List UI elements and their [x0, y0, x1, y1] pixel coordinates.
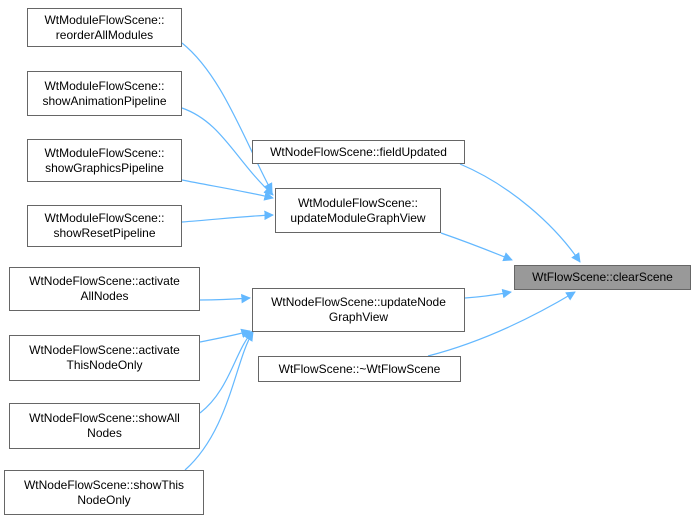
edge-showAnim-to-updModule	[181, 107, 274, 196]
node-line: WtFlowScene::clearScene	[532, 270, 673, 284]
edge-showThis-to-updNode	[184, 331, 254, 471]
node-line: reorderAllModules	[55, 27, 154, 42]
node-show-animation-pipeline[interactable]: WtModuleFlowScene:: showAnimationPipelin…	[27, 71, 182, 116]
node-line: WtModuleFlowScene::	[44, 78, 165, 93]
node-line: WtNodeFlowScene::activate	[29, 274, 180, 288]
node-line: WtNodeFlowScene::showAll	[29, 411, 180, 425]
node-line: updateModuleGraphView	[290, 210, 426, 225]
node-show-reset-pipeline[interactable]: WtModuleFlowScene:: showResetPipeline	[27, 205, 182, 247]
node-reorder-all-modules[interactable]: WtModuleFlowScene:: reorderAllModules	[27, 8, 182, 47]
node-line: showResetPipeline	[53, 226, 156, 240]
edge-showReset-to-updModule	[181, 210, 274, 223]
node-line: WtNodeFlowScene::activate	[29, 343, 180, 357]
edge-updModule-to-clear	[440, 232, 513, 262]
edge-dtor-to-clear	[427, 291, 576, 357]
node-activate-this-node-only[interactable]: WtNodeFlowScene::activate ThisNodeOnly	[9, 335, 200, 381]
node-line: ThisNodeOnly	[66, 358, 143, 372]
node-line: WtModuleFlowScene::	[297, 195, 419, 210]
node-flow-scene-destructor[interactable]: WtFlowScene::~WtFlowScene	[258, 356, 461, 382]
node-update-module-graph-view[interactable]: WtModuleFlowScene:: updateModuleGraphVie…	[275, 188, 441, 233]
edge-actThis-to-updNode	[199, 328, 251, 343]
node-field-updated[interactable]: WtNodeFlowScene::fieldUpdated	[252, 140, 465, 164]
node-line: AllNodes	[80, 289, 129, 303]
node-line: WtNodeFlowScene::updateNode	[271, 295, 446, 309]
node-line: WtModuleFlowScene::	[44, 211, 165, 225]
node-line: showGraphicsPipeline	[45, 160, 164, 175]
node-update-node-graph-view[interactable]: WtNodeFlowScene::updateNode GraphView	[252, 288, 465, 332]
node-line: GraphView	[328, 310, 389, 324]
node-line: NodeOnly	[77, 492, 131, 507]
edge-reorder-to-updModule	[181, 42, 273, 193]
node-show-all-nodes[interactable]: WtNodeFlowScene::showAll Nodes	[9, 403, 200, 449]
node-line: WtNodeFlowScene::showThis	[23, 477, 185, 492]
edge-showGfx-to-updModule	[181, 179, 274, 201]
node-show-this-node-only[interactable]: WtNodeFlowScene::showThis NodeOnly	[4, 470, 204, 515]
node-line: WtModuleFlowScene::	[44, 12, 165, 27]
node-activate-all-nodes[interactable]: WtNodeFlowScene::activate AllNodes	[9, 267, 200, 311]
node-line: showAnimationPipeline	[42, 93, 167, 108]
node-line: Nodes	[87, 426, 122, 440]
edge-fieldUpd-to-clear	[459, 163, 581, 263]
node-show-graphics-pipeline[interactable]: WtModuleFlowScene:: showGraphicsPipeline	[27, 139, 182, 182]
node-line: WtModuleFlowScene::	[44, 145, 165, 160]
edge-updNode-to-clear	[464, 288, 512, 299]
edge-actAll-to-updNode	[199, 293, 251, 304]
node-line: WtFlowScene::~WtFlowScene	[278, 361, 441, 376]
node-line: WtNodeFlowScene::fieldUpdated	[270, 144, 447, 159]
edge-showAll-to-updNode	[199, 330, 254, 414]
node-clear-scene: WtFlowScene::clearScene	[514, 265, 691, 290]
